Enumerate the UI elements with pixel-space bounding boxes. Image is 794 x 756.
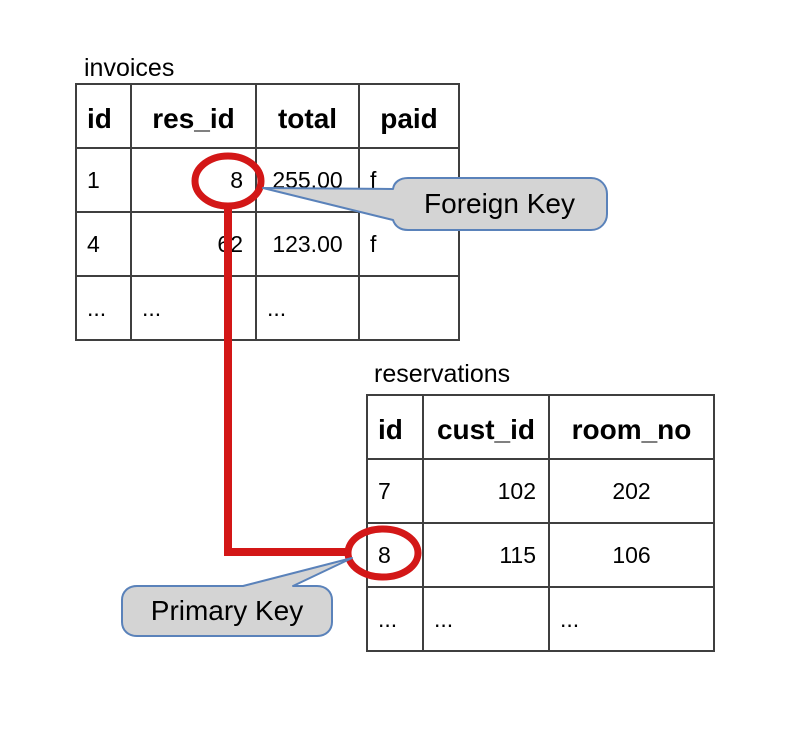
reservations-table-label: reservations [374, 360, 511, 388]
column-header-cust_id: cust_id [422, 394, 550, 460]
reservations-row-2: ......... [366, 586, 715, 652]
cell-reservations-cust_id-row1: 115 [422, 522, 550, 588]
cell-reservations-room_no-row1: 106 [548, 522, 715, 588]
cell-reservations-id-row1: 8 [366, 522, 424, 588]
invoices-table-label: invoices [84, 54, 175, 82]
column-header-paid: paid [358, 83, 460, 149]
cell-reservations-room_no-row2: ... [548, 586, 715, 652]
cell-reservations-cust_id-row2: ... [422, 586, 550, 652]
primary-key-callout-label: Primary Key [150, 595, 304, 626]
cell-invoices-id-row1: 4 [75, 211, 132, 277]
cell-reservations-room_no-row0: 202 [548, 458, 715, 524]
cell-invoices-id-row2: ... [75, 275, 132, 341]
column-header-room_no: room_no [548, 394, 715, 460]
foreign-key-callout-label: Foreign Key [424, 188, 575, 219]
cell-invoices-res_id-row1: 62 [130, 211, 257, 277]
cell-reservations-cust_id-row0: 102 [422, 458, 550, 524]
column-header-id: id [75, 83, 132, 149]
column-header-total: total [255, 83, 360, 149]
column-header-id: id [366, 394, 424, 460]
cell-invoices-total-row1: 123.00 [255, 211, 360, 277]
cell-invoices-total-row0: 255.00 [255, 147, 360, 213]
invoices-row-2: ......... [75, 275, 460, 341]
cell-invoices-res_id-row2: ... [130, 275, 257, 341]
cell-invoices-res_id-row0: 8 [130, 147, 257, 213]
column-header-res_id: res_id [130, 83, 257, 149]
cell-invoices-total-row2: ... [255, 275, 360, 341]
cell-invoices-paid-row2 [358, 275, 460, 341]
cell-reservations-id-row2: ... [366, 586, 424, 652]
cell-invoices-id-row0: 1 [75, 147, 132, 213]
cell-reservations-id-row0: 7 [366, 458, 424, 524]
